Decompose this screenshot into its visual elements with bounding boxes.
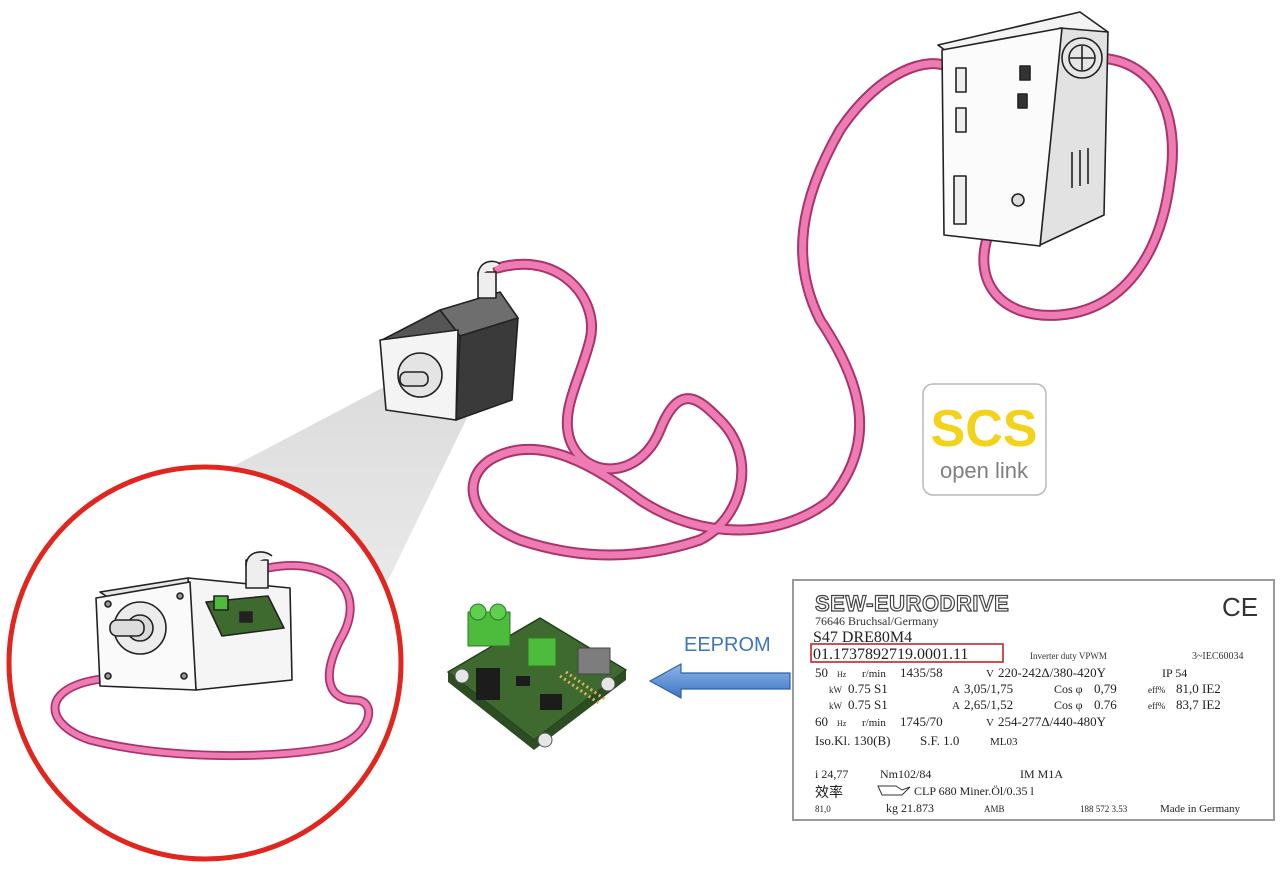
r50-amps: 3,05/1,75 [964,681,1013,696]
r50-rpm-unit: r/min [862,668,886,680]
nameplate-ratio: i 24,77 [815,767,848,781]
nameplate-address: 76646 Bruchsal/Germany [815,614,939,628]
r60-rpm: 1745/70 [900,714,943,729]
nameplate-brand: SEW-EURODRIVE [815,591,1009,616]
nameplate-serial: 01.1737892719.0001.11 [813,646,968,663]
motor-nameplate: SEW-EURODRIVE CE 76646 Bruchsal/Germany … [792,579,1275,821]
r60a-eff: 83,7 IE2 [1176,697,1221,712]
r50-kw-unit: kW [829,685,843,695]
r50-eff: 81,0 IE2 [1176,681,1221,696]
servo-motor-illustration [379,260,519,421]
r50-v-unit: V [986,668,994,680]
oil-can-icon [877,785,911,796]
r60a-amps: 2,65/1,52 [964,697,1013,712]
r50-rpm: 1435/58 [900,665,943,680]
nameplate-inverter: Inverter duty VPWM [1030,651,1107,661]
detail-motor-illustration [95,551,293,691]
nameplate-kanji: 效率 [815,784,843,801]
nameplate-made-in: Made in Germany [1160,803,1241,815]
nameplate-ml: ML03 [990,736,1018,748]
r50-a-unit: A [952,684,960,696]
r50-ip: IP 54 [1162,666,1187,680]
serial-highlight-box [810,643,1004,663]
r60a-eff-label: eff% [1148,701,1166,711]
r60-voltage: 254-277Δ/440-480Y [998,714,1107,729]
eeprom-pcb-illustration [447,603,627,750]
nameplate-code: 188 572 3.53 [1080,804,1128,814]
r60a-a-unit: A [952,700,960,712]
r60a-kw-unit: kW [829,701,843,711]
r50-cos-label: Cos φ [1054,682,1083,696]
eeprom-label: EEPROM [684,634,771,656]
nameplate-weight: kg 21.873 [886,801,934,815]
r60a-kw: 0.75 S1 [848,697,888,712]
r60-rpm-unit: r/min [862,717,886,729]
nameplate-sf: S.F. 1.0 [920,733,959,748]
r50-voltage: 220-242Δ/380-420Y [998,665,1107,680]
r60a-cos: 0.76 [1094,697,1117,712]
r60-hz: 60 [815,714,828,729]
nameplate-kanji-value: 81,0 [815,804,831,814]
cable-motor-to-servo-drive [467,58,956,561]
r50-eff-label: eff% [1148,685,1166,695]
r60-hz-unit: Hz [837,719,847,728]
r50-hz: 50 [815,665,828,680]
r50-kw: 0.75 S1 [848,681,888,696]
nameplate-amb: AMB [984,804,1005,814]
eeprom-arrow [648,662,791,700]
r60a-cos-label: Cos φ [1054,698,1083,712]
cable-detail-loop [50,561,374,761]
nameplate-mounting: IM M1A [1020,767,1063,781]
logo-scs-text: SCS [931,400,1038,458]
r50-hz-unit: Hz [837,670,847,679]
logo-open-link-text: open link [940,458,1029,483]
scs-open-link-logo: SCS open link [922,383,1047,496]
nameplate-iso: Iso.Kl. 130(B) [815,733,890,748]
servo-drive-illustration [937,11,1109,247]
r60-v-unit: V [986,717,994,729]
r50-cos: 0,79 [1094,681,1117,696]
nameplate-type: S47 DRE80M4 [813,629,912,646]
nameplate-standard: 3~IEC60034 [1192,651,1244,662]
nameplate-torque: Nm102/84 [880,767,931,781]
nameplate-oil: CLP 680 Miner.Öl/0.35 l [914,784,1035,798]
nameplate-ce-mark: CE [1222,592,1258,622]
